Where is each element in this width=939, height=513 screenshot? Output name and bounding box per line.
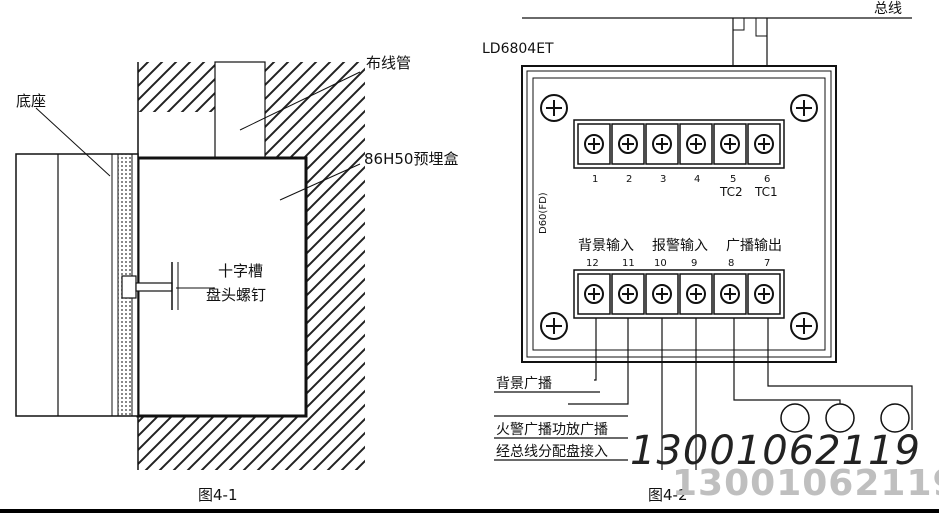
note-fire-broadcast: 火警广播功放广播 [496,422,608,438]
terminal-screw-cross [622,138,634,150]
note-background-broadcast: 背景广播 [496,376,552,392]
label-conduit: 布线管 [366,54,411,72]
wall-hatch [138,62,365,470]
watermark-phone: 13001062119 [630,428,921,474]
screw-icon [121,262,179,310]
corner-screw-icon [540,94,818,340]
top-term-3: 3 [660,174,666,185]
terminal-screw-cross [758,138,770,150]
top-term-1: 1 [592,174,598,185]
bus-label: 总线 [874,1,902,17]
terminal-slot [611,123,645,165]
bottom-term-11: 11 [622,258,635,269]
top-terminal-block [573,119,785,169]
group-alarm-input: 报警输入 [652,238,708,254]
label-screw-1: 十字槽 [218,262,263,280]
terminal-slot [747,123,781,165]
bottom-term-12: 12 [586,258,599,269]
bottom-term-10: 10 [654,258,667,269]
speaker-icon [780,403,910,433]
watermark-phone-shadow: 13001062119 [672,463,939,504]
label-screw-2: 盘头螺钉 [206,286,266,304]
terminal-screw-cross [656,288,668,300]
bottom-terminal-block [573,269,785,319]
terminal-screw-cross [622,288,634,300]
terminal-screw-cross [588,138,600,150]
label-box: 86H50预埋盒 [364,150,458,168]
tc1-label: TC1 [754,185,778,199]
top-term-4: 4 [694,174,700,185]
bottom-term-9: 9 [691,258,697,269]
group-background-input: 背景输入 [578,238,634,254]
group-broadcast-output: 广播输出 [726,238,782,254]
fig1-caption: 图4-1 [198,486,238,504]
figure-4-1: 底座 布线管 86H50预埋盒 十字槽 盘头螺钉 图4-1 [15,54,458,504]
terminal-screw-cross [758,288,770,300]
conduit-pipe [214,61,266,159]
bottom-term-8: 8 [728,258,734,269]
tc2-label: TC2 [719,185,743,199]
terminal-screw-cross [656,138,668,150]
terminal-screw-cross [724,138,736,150]
model-label: LD6804ET [482,41,554,57]
figure-4-2: 总线 LD6804ET 1 2 3 4 5 6 [482,1,913,504]
fig2-caption: 图4-2 [648,486,688,504]
bottom-term-7: 7 [764,258,770,269]
top-term-6: 6 [764,174,770,185]
terminal-screw-cross [690,138,702,150]
label-base: 底座 [16,92,46,110]
terminal-screw-cross [588,288,600,300]
top-term-2: 2 [626,174,632,185]
terminal-screw-cross [690,288,702,300]
side-label: D60(FD) [538,192,549,234]
terminal-screw-cross [724,288,736,300]
note-via-bus-panel: 经总线分配盘接入 [496,443,608,460]
top-term-5: 5 [730,174,736,185]
